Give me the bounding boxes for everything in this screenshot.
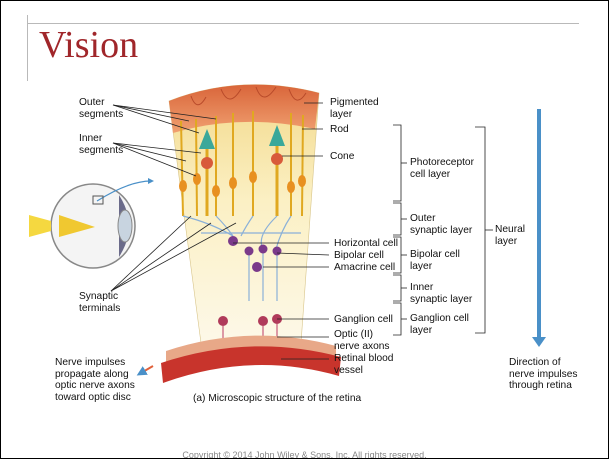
label-horizontal-cell: Horizontal cell — [334, 238, 398, 250]
label-outer-synaptic-layer: Outer synaptic layer — [410, 213, 472, 236]
label-direction-of-impulses: Direction of nerve impulses through reti… — [509, 357, 578, 392]
label-synaptic-terminals: Synaptic terminals — [79, 291, 120, 314]
label-rod: Rod — [330, 124, 349, 136]
label-photoreceptor-layer: Photoreceptor cell layer — [410, 157, 474, 180]
label-inner-segments: Inner segments — [79, 133, 123, 156]
label-pigmented-layer: Pigmented layer — [330, 97, 379, 120]
label-nerve-impulses: Nerve impulses propagate along optic ner… — [55, 357, 135, 403]
figure-caption: (a) Microscopic structure of the retina — [193, 393, 361, 404]
label-neural-layer: Neural layer — [495, 224, 525, 247]
label-amacrine-cell: Amacrine cell — [334, 262, 395, 274]
label-outer-segments: Outer segments — [79, 97, 123, 120]
label-bipolar-cell-layer: Bipolar cell layer — [410, 249, 460, 272]
label-cone: Cone — [330, 151, 354, 163]
label-ganglion-cell: Ganglion cell — [334, 314, 393, 326]
copyright-notice: Copyright © 2014 John Wiley & Sons, Inc.… — [1, 450, 608, 459]
label-ganglion-cell-layer: Ganglion cell layer — [410, 313, 469, 336]
label-bipolar-cell: Bipolar cell — [334, 250, 384, 262]
eye-icon — [29, 181, 151, 268]
label-retinal-blood-vessel: Retinal blood vessel — [334, 353, 393, 376]
label-inner-synaptic-layer: Inner synaptic layer — [410, 282, 472, 305]
label-optic-nerve-axons: Optic (II) nerve axons — [334, 329, 390, 352]
